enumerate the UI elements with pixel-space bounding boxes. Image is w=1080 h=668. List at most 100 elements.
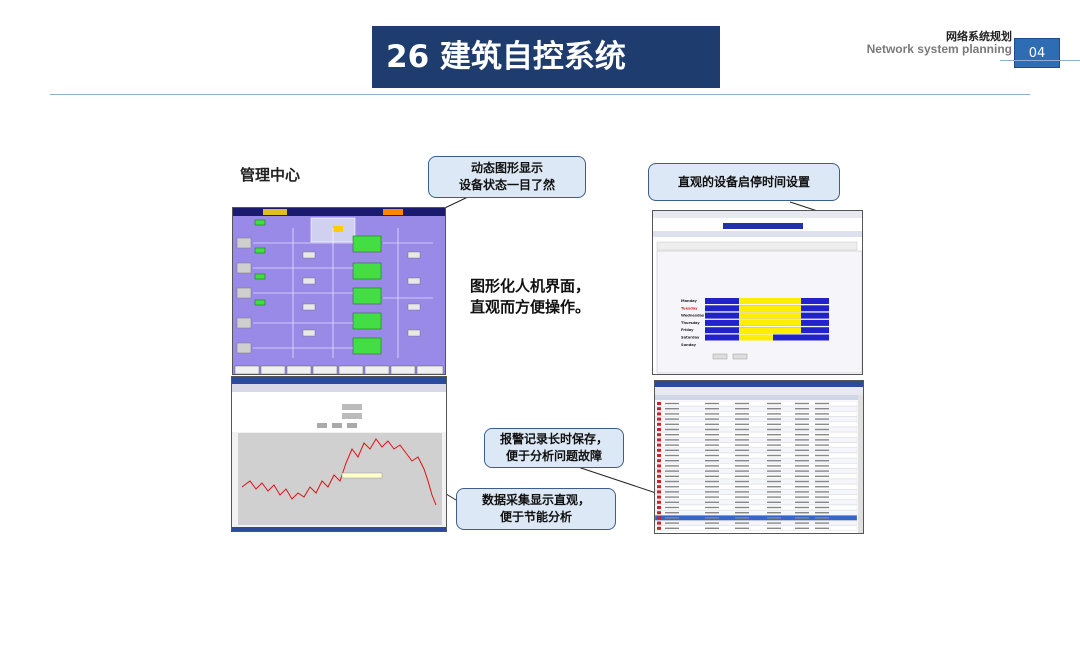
alarm-icon bbox=[657, 480, 661, 483]
page-number-badge: 04 bbox=[1014, 38, 1060, 68]
alarm-cell bbox=[795, 517, 809, 519]
alarm-cell bbox=[815, 475, 829, 477]
alarm-row bbox=[655, 515, 858, 521]
alarm-row bbox=[655, 458, 858, 464]
alarm-cell bbox=[665, 418, 679, 420]
alarm-cell bbox=[705, 522, 719, 524]
alarm-cell bbox=[665, 517, 679, 519]
alarm-row bbox=[655, 411, 858, 417]
alarm-cell bbox=[705, 449, 719, 451]
alarm-cell bbox=[705, 423, 719, 425]
alarm-cell bbox=[795, 413, 809, 415]
alarm-row bbox=[655, 416, 858, 422]
alarm-cell bbox=[815, 480, 829, 483]
callout-line: 便于分析问题故障 bbox=[505, 449, 602, 463]
alarm-cell bbox=[665, 470, 679, 472]
alarm-cell bbox=[735, 480, 749, 483]
callout-dynamic-graphics: 动态图形显示 设备状态一目了然 bbox=[428, 156, 586, 198]
alarm-row bbox=[655, 468, 858, 474]
alarm-cell bbox=[665, 444, 679, 446]
alarm-cell bbox=[767, 444, 781, 446]
trend-chart-screenshot bbox=[231, 376, 447, 532]
alarm-icon bbox=[657, 495, 661, 499]
alarm-cell bbox=[665, 512, 679, 514]
alarm-cell bbox=[795, 465, 809, 467]
alarm-row bbox=[655, 494, 858, 500]
alarm-cell bbox=[767, 512, 781, 514]
alarm-icon bbox=[657, 464, 661, 468]
alarm-cell bbox=[665, 496, 679, 498]
alarm-cell bbox=[815, 408, 829, 410]
alarm-cell bbox=[815, 496, 829, 498]
callout-line: 设备状态一目了然 bbox=[458, 178, 555, 192]
alarm-row bbox=[655, 463, 858, 469]
alarm-cell bbox=[795, 506, 809, 509]
alarm-cell bbox=[815, 501, 829, 503]
alarm-cell bbox=[735, 512, 749, 514]
schedule-bar-on bbox=[739, 327, 801, 334]
alarm-cell bbox=[705, 428, 719, 431]
callout-line: 报警记录长时保存， bbox=[499, 432, 608, 446]
schedule-day-label: Friday bbox=[681, 328, 694, 332]
schedule-day-label: Tuesday bbox=[681, 306, 698, 310]
alarm-icon bbox=[657, 443, 661, 447]
alarm-cell bbox=[665, 501, 679, 503]
alarm-cell bbox=[735, 449, 749, 451]
alarm-cell bbox=[767, 418, 781, 420]
alarm-icon bbox=[657, 412, 661, 416]
alarm-row bbox=[655, 520, 858, 526]
alarm-cell bbox=[705, 517, 719, 519]
alarm-cell bbox=[795, 460, 809, 462]
alarm-cell bbox=[767, 465, 781, 467]
alarm-cell bbox=[735, 506, 749, 509]
alarm-cell bbox=[665, 449, 679, 451]
alarm-cell bbox=[815, 454, 829, 457]
alarm-icon bbox=[657, 459, 661, 463]
header-subtitle-cn: 网络系统规划 bbox=[946, 30, 1012, 43]
alarm-cell bbox=[665, 465, 679, 467]
alarm-cell bbox=[665, 434, 679, 436]
alarm-cell bbox=[665, 491, 679, 493]
alarm-row bbox=[655, 406, 858, 412]
header-divider-right bbox=[1000, 60, 1080, 61]
alarm-cell bbox=[735, 517, 749, 519]
schedule-graphic: MondayTuesdayWednesdayThursdayFridaySatu… bbox=[653, 211, 862, 374]
alarm-cell bbox=[705, 491, 719, 493]
center-line: 图形化人机界面， bbox=[470, 277, 591, 295]
alarm-cell bbox=[767, 470, 781, 472]
alarm-icon bbox=[657, 485, 661, 489]
alarm-cell bbox=[705, 501, 719, 503]
schedule-bar-on bbox=[739, 298, 801, 304]
alarm-cell bbox=[735, 423, 749, 425]
alarm-cell bbox=[815, 460, 829, 462]
alarm-cell bbox=[767, 434, 781, 436]
schedule-day-label: Sunday bbox=[681, 343, 697, 347]
alarm-cell bbox=[815, 449, 829, 451]
alarm-cell bbox=[705, 506, 719, 509]
schedule-bar-on bbox=[739, 312, 801, 319]
hmi-graphic bbox=[233, 208, 445, 374]
trend-graphic bbox=[232, 377, 446, 531]
alarm-row bbox=[655, 447, 858, 453]
alarm-cell bbox=[767, 506, 781, 509]
alarm-row bbox=[655, 499, 858, 505]
alarm-cell bbox=[795, 408, 809, 410]
alarm-cell bbox=[795, 418, 809, 420]
alarm-icon bbox=[657, 521, 661, 525]
alarm-scrollbar bbox=[858, 395, 863, 533]
alarm-icon bbox=[657, 448, 661, 452]
hmi-graphics-screenshot bbox=[232, 207, 446, 375]
alarm-cell bbox=[705, 512, 719, 514]
alarm-cell bbox=[767, 501, 781, 503]
alarm-cell bbox=[767, 486, 781, 488]
alarm-cell bbox=[665, 486, 679, 488]
alarm-cell bbox=[815, 428, 829, 431]
alarm-cell bbox=[795, 496, 809, 498]
alarm-cell bbox=[795, 491, 809, 493]
alarm-cell bbox=[735, 418, 749, 420]
schedule-day-label: Monday bbox=[681, 299, 697, 303]
alarm-icon bbox=[657, 490, 661, 494]
alarm-cell bbox=[665, 439, 679, 441]
alarm-icon bbox=[657, 454, 661, 457]
